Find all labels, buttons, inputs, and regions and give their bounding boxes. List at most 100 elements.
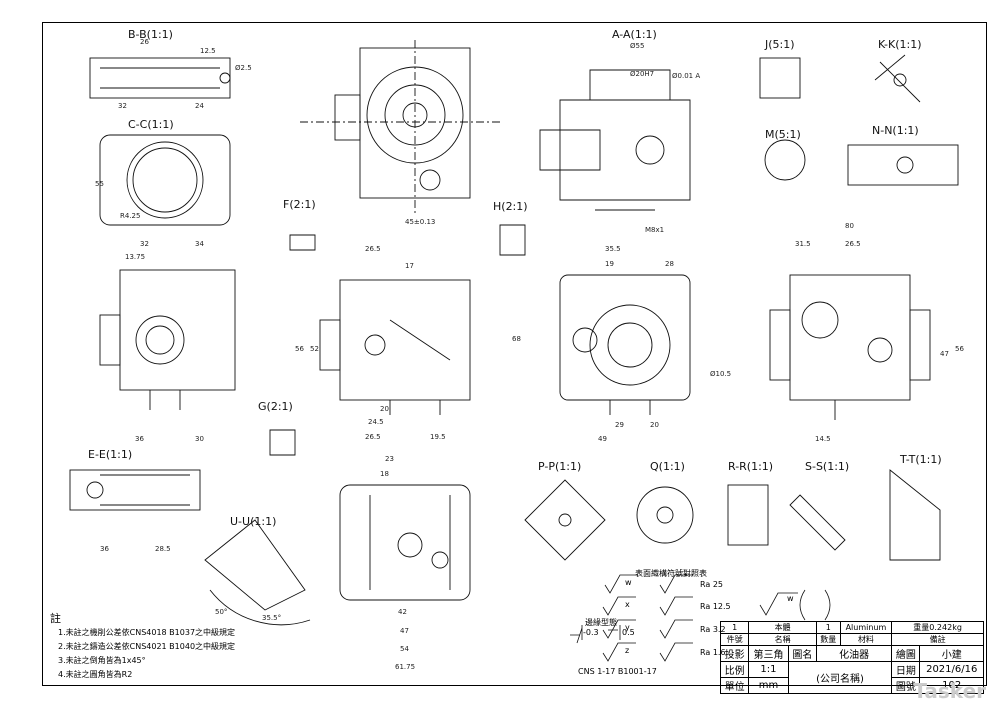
dim: 31.5	[795, 240, 811, 248]
dim: 32	[140, 240, 149, 248]
header-material: 材料	[839, 633, 893, 646]
number-label: 圖號	[891, 677, 921, 694]
dim: 68	[512, 335, 521, 343]
view-label-g: G(2:1)	[258, 400, 293, 413]
note-item: 2.未註之鑄造公差依CNS4021 B1040之中級規定	[58, 642, 236, 651]
dim: 35.5	[605, 245, 621, 253]
dim: 26.5	[365, 245, 381, 253]
view-front-top	[300, 40, 500, 215]
surface-sym: w	[625, 578, 632, 587]
dim: 36	[100, 545, 109, 553]
dim: 45±0.13	[405, 218, 436, 226]
view-q	[636, 486, 694, 544]
view-label-cc: C-C(1:1)	[128, 118, 174, 131]
part-remark: 重量0.242kg	[891, 621, 984, 634]
dim: 19	[605, 260, 614, 268]
dim: 19.5	[430, 433, 446, 441]
notes-heading: 註	[50, 612, 61, 625]
view-label-ss: S-S(1:1)	[805, 460, 850, 473]
dim: Ø20H7	[630, 70, 655, 78]
view-f	[289, 234, 316, 251]
surface-sym: y	[625, 623, 630, 632]
dim: R4.25	[120, 212, 141, 220]
part-material: Aluminum	[839, 621, 893, 634]
drawing-name-label: 圖名	[787, 645, 817, 662]
view-label-ee: E-E(1:1)	[88, 448, 133, 461]
dim: 56	[955, 345, 964, 353]
scale-label: 比例	[719, 661, 750, 678]
dim: 80	[845, 222, 854, 230]
watermark-logo: Tasker	[913, 679, 986, 703]
view-ss	[789, 494, 846, 551]
view-label-tt: T-T(1:1)	[900, 453, 942, 466]
dim: 34	[195, 240, 204, 248]
dim: 61.75	[395, 663, 416, 671]
dim: 26	[140, 38, 149, 46]
view-label-m: M(5:1)	[765, 128, 801, 141]
dim: 14.5	[815, 435, 831, 443]
drawn-label: 繪圖	[891, 645, 921, 662]
dim: 42	[398, 608, 407, 616]
surface-ra: Ra 12.5	[700, 602, 731, 611]
view-g	[269, 429, 296, 456]
dim: 13.75	[125, 253, 146, 261]
view-label-f: F(2:1)	[283, 198, 316, 211]
dim: 24	[195, 102, 204, 110]
scale-value: 1:1	[748, 661, 789, 678]
surface-ra: Ra 25	[700, 580, 724, 589]
view-m	[764, 139, 806, 181]
surface-table-title: 表面織構符號對照表	[635, 569, 707, 578]
surface-symbols	[570, 574, 831, 662]
dim: 36	[135, 435, 144, 443]
view-ee	[69, 469, 201, 511]
header-no: 件號	[719, 633, 750, 646]
view-bottom	[339, 484, 471, 601]
view-label-uu: U-U(1:1)	[230, 515, 277, 528]
view-label-bb: B-B(1:1)	[128, 28, 173, 41]
drawn-by: 小建	[919, 645, 984, 662]
dim: 28	[665, 260, 674, 268]
dim: 54	[400, 645, 409, 653]
view-label-kk: K-K(1:1)	[878, 38, 922, 51]
view-pp	[524, 479, 606, 561]
dim: 47	[940, 350, 949, 358]
dim: M8x1	[645, 226, 665, 234]
dim: 12.5	[200, 47, 216, 55]
date-value: 2021/6/16	[919, 661, 984, 678]
note-item: 4.未註之圓角皆為R2	[58, 670, 133, 679]
view-j	[759, 57, 801, 99]
view-label-rr: R-R(1:1)	[728, 460, 774, 473]
drawing-name: 化油器	[815, 645, 893, 662]
company-name: (公司名稱)	[787, 661, 893, 694]
unit-value: mm	[748, 677, 789, 694]
dim: 24.5	[368, 418, 384, 426]
dim: 55	[95, 180, 104, 188]
header-name: 名稱	[748, 633, 817, 646]
unit-label: 單位	[719, 677, 750, 694]
view-right-front	[559, 274, 691, 415]
view-label-nn: N-N(1:1)	[872, 124, 919, 137]
general-finish-symbol: w	[787, 594, 794, 603]
view-right-side	[769, 274, 931, 420]
part-no: 1	[719, 621, 750, 634]
dim: 35.5°	[262, 614, 282, 622]
view-left	[99, 269, 236, 410]
view-label-j: J(5:1)	[765, 38, 795, 51]
drawing-border	[42, 22, 987, 686]
view-rr	[727, 484, 769, 546]
surface-ra: Ra 1.6	[700, 648, 726, 657]
dim: 30	[195, 435, 204, 443]
edge-b: 0.5	[622, 628, 635, 637]
view-kk	[874, 54, 921, 103]
part-qty: 1	[815, 621, 841, 634]
weld-title: 邊緣型態	[585, 618, 617, 627]
dim: 17	[405, 262, 414, 270]
view-cc	[99, 134, 231, 226]
dim: 23	[385, 455, 394, 463]
drawing-number: 102	[919, 677, 984, 694]
note-item: 1.未註之機削公差依CNS4018 B1037之中級規定	[58, 628, 236, 637]
dim: 50°	[215, 608, 228, 616]
